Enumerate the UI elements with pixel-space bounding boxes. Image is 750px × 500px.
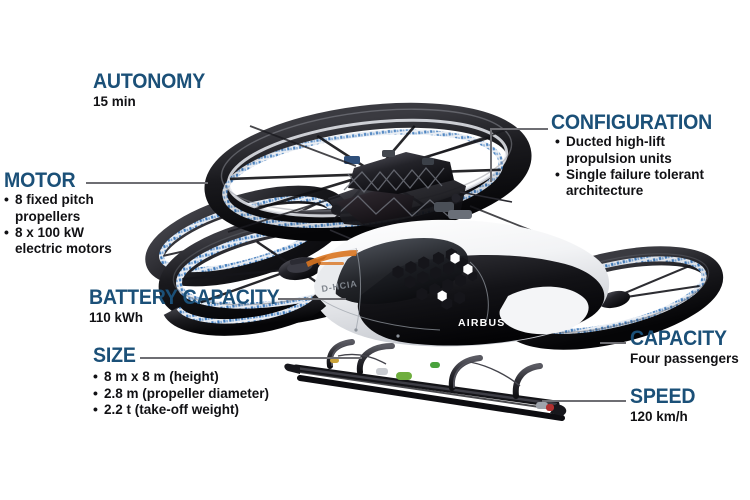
autonomy-value: 15 min xyxy=(93,94,136,110)
list-item: Ducted high-lift xyxy=(555,133,724,150)
list-item: 8 m x 8 m (height) xyxy=(93,368,269,385)
motor-bullet-list: 8 fixed pitch propellers 8 x 100 kW elec… xyxy=(4,191,112,257)
configuration-bullet-list: Ducted high-lift propulsion units Single… xyxy=(555,133,724,199)
list-item: 8 x 100 kW xyxy=(4,224,112,241)
leader-line-configuration xyxy=(490,128,548,130)
size-title: SIZE xyxy=(93,344,136,367)
callout-speed: SPEED 120 km/h xyxy=(630,386,700,426)
motor-title: MOTOR xyxy=(4,169,76,192)
leader-line-capacity xyxy=(600,342,626,344)
landing-skid-assembly xyxy=(284,339,567,421)
capacity-title: CAPACITY xyxy=(630,327,727,350)
rotor-hub-assembly xyxy=(328,150,513,253)
list-item: architecture xyxy=(566,182,644,198)
list-item: 2.2 t (take-off weight) xyxy=(93,401,269,418)
leader-line-battery xyxy=(278,298,346,300)
leader-line-size xyxy=(140,357,362,359)
leader-line-configuration-drop xyxy=(490,128,492,182)
battery-capacity-value: 110 kWh xyxy=(89,310,144,326)
callout-size: SIZE 8 m x 8 m (height) 2.8 m (propeller… xyxy=(93,345,269,418)
speed-value: 120 km/h xyxy=(630,409,688,425)
callout-motor: MOTOR 8 fixed pitch propellers 8 x 100 k… xyxy=(4,170,112,257)
autonomy-title: AUTONOMY xyxy=(93,70,206,93)
duct-front-lower-fragment xyxy=(163,294,327,336)
speed-title: SPEED xyxy=(630,385,696,408)
airbus-wordmark: AIRBUS xyxy=(458,317,505,329)
leader-line-motor xyxy=(86,182,208,184)
list-item: 2.8 m (propeller diameter) xyxy=(93,385,269,402)
configuration-title: CONFIGURATION xyxy=(551,111,713,134)
list-item: 8 fixed pitch xyxy=(4,191,112,208)
callout-capacity: CAPACITY Four passengers xyxy=(630,328,739,368)
size-bullet-list: 8 m x 8 m (height) 2.8 m (propeller diam… xyxy=(93,368,269,418)
callout-configuration: CONFIGURATION Ducted high-lift propulsio… xyxy=(551,112,724,199)
list-item: Single failure tolerant xyxy=(555,166,724,183)
leader-line-speed xyxy=(542,400,626,402)
battery-capacity-title: BATTERY CAPACITY xyxy=(89,286,280,309)
hex-livery xyxy=(392,248,478,310)
callout-battery-capacity: BATTERY CAPACITY 110 kWh xyxy=(89,287,294,327)
callout-autonomy: AUTONOMY 15 min xyxy=(93,71,214,111)
list-item: electric motors xyxy=(15,240,112,256)
list-item: propulsion units xyxy=(566,150,672,166)
list-item: propellers xyxy=(15,208,81,224)
capacity-value: Four passengers xyxy=(630,351,739,367)
fuselage: AIRBUS D-HCIA xyxy=(306,219,610,347)
